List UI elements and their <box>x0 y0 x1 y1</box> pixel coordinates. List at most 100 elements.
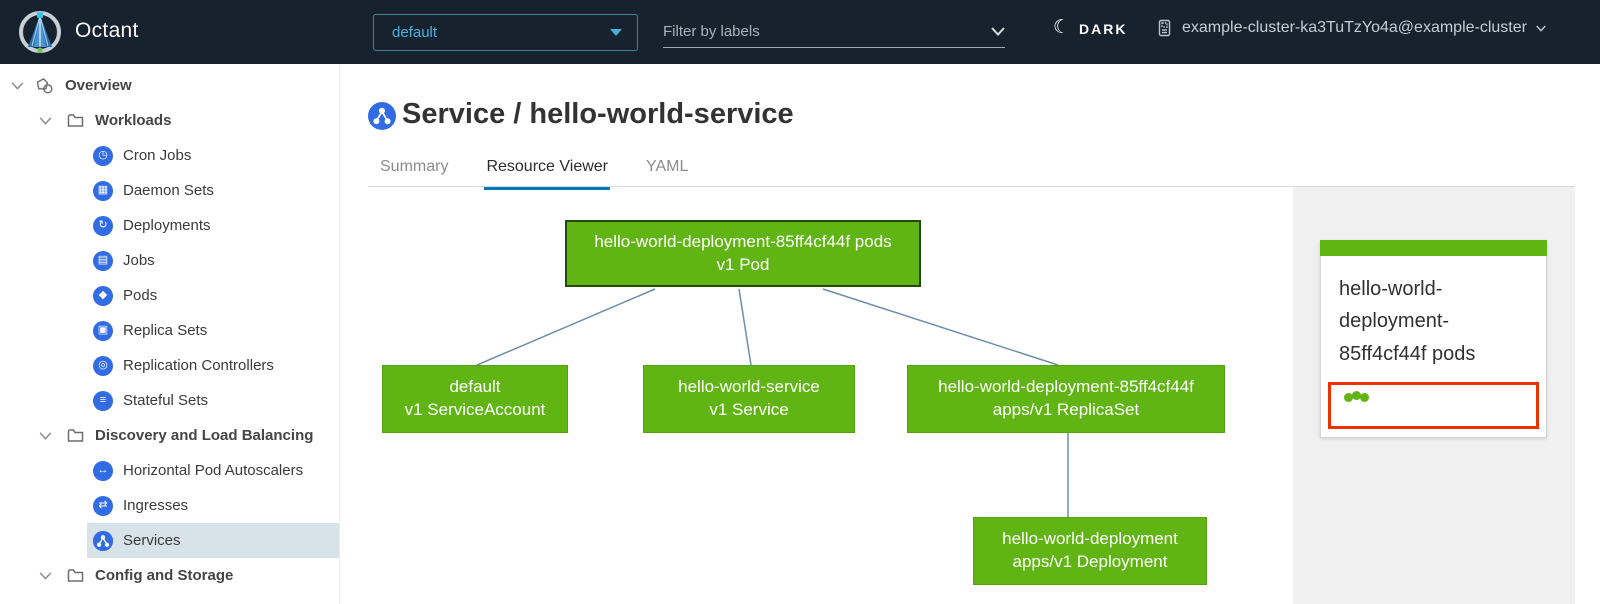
page-title: Service / hello-world-service <box>402 98 794 130</box>
sidebar-group-config-and-storage[interactable]: Config and Storage <box>0 558 339 593</box>
chevron-down-icon[interactable] <box>991 27 1005 36</box>
sidebar-item-label: Deployments <box>123 217 211 234</box>
node-line2: apps/v1 ReplicaSet <box>992 400 1140 419</box>
selected-resource-card[interactable]: hello-world-deployment-85ff4cf44f pods <box>1320 240 1547 439</box>
sidebar-item-horizontal-pod-autoscalers: ↔ Horizontal Pod Autoscalers <box>0 453 339 488</box>
node-line2: apps/v1 Deployment <box>1012 552 1168 571</box>
graph-node-service[interactable]: hello-world-service v1 Service <box>643 365 855 433</box>
statefulset-icon: ≡ <box>93 390 113 411</box>
sidebar-item-services: Services <box>0 523 339 558</box>
chevron-down-icon[interactable] <box>10 81 24 90</box>
sidebar-item-daemon-sets: ▦ Daemon Sets <box>0 173 339 208</box>
sidebar-item-label: Cron Jobs <box>123 147 192 164</box>
hpa-icon: ↔ <box>93 460 113 481</box>
sidebar-item-label: Workloads <box>95 112 172 129</box>
sidebar-item-cron-jobs: ◷ Cron Jobs <box>0 138 339 173</box>
sidebar-item-label: Discovery and Load Balancing <box>95 427 314 444</box>
graph-node-pod[interactable]: hello-world-deployment-85ff4cf44f pods v… <box>565 220 921 287</box>
cronjob-icon: ◷ <box>93 145 113 166</box>
folder-icon <box>66 427 84 445</box>
sidebar-group-workloads[interactable]: Workloads <box>0 103 339 138</box>
tab-resource-viewer[interactable]: Resource Viewer <box>484 152 610 190</box>
ingress-icon: ⇄ <box>93 495 113 516</box>
daemonset-icon: ▦ <box>93 180 113 201</box>
sidebar-item-label: Ingresses <box>123 497 189 514</box>
sidebar-item-jobs: ▤ Jobs <box>0 243 339 278</box>
namespace-dropdown-value: default <box>392 24 438 41</box>
chevron-down-icon[interactable] <box>38 116 52 125</box>
node-line1: hello-world-service <box>678 377 820 397</box>
graph-node-serviceaccount[interactable]: default v1 ServiceAccount <box>382 365 568 433</box>
chevron-down-icon[interactable] <box>38 431 52 440</box>
moon-icon: ☾ <box>1053 17 1071 38</box>
sidebar-link[interactable]: ▣ Replica Sets <box>87 313 339 348</box>
dark-theme-label: DARK <box>1079 20 1128 37</box>
sidebar-link[interactable]: ◷ Cron Jobs <box>87 138 339 173</box>
sidebar-item-label: Config and Storage <box>95 567 234 584</box>
sidebar-link[interactable]: ↔ Horizontal Pod Autoscalers <box>87 453 339 488</box>
sidebar-link-selected[interactable]: Services <box>87 523 339 558</box>
job-icon: ▤ <box>93 250 113 271</box>
octant-logo-icon <box>18 10 62 54</box>
sidebar-item-label: Replica Sets <box>123 322 208 339</box>
overview-icon <box>36 77 54 95</box>
tab-yaml[interactable]: YAML <box>646 158 689 175</box>
sidebar-item-label: Overview <box>65 77 132 94</box>
sidebar-link[interactable]: ▦ Daemon Sets <box>87 173 339 208</box>
pod-status-dot <box>1352 391 1361 401</box>
chevron-down-icon[interactable] <box>38 571 52 580</box>
service-icon <box>368 102 396 130</box>
label-filter <box>663 16 1005 48</box>
app-title: Octant <box>75 19 139 42</box>
namespace-dropdown[interactable]: default <box>373 14 638 51</box>
pod-status-box <box>1328 382 1539 430</box>
cluster-context-selector[interactable]: example-cluster-ka3TuTzYo4a@example-clus… <box>1156 19 1546 37</box>
node-line2: v1 Service <box>709 400 789 419</box>
detail-panel: hello-world-deployment-85ff4cf44f pods <box>1293 187 1575 604</box>
sidebar-item-label: Services <box>123 532 181 549</box>
graph-node-replicaset[interactable]: hello-world-deployment-85ff4cf44f apps/v… <box>907 365 1225 433</box>
dark-theme-toggle[interactable]: ☾ DARK <box>1053 17 1128 38</box>
sidebar-link[interactable]: ◎ Replication Controllers <box>87 348 339 383</box>
label-filter-input[interactable] <box>663 23 991 40</box>
node-line2: v1 Pod <box>716 254 770 274</box>
graph-node-deployment[interactable]: hello-world-deployment apps/v1 Deploymen… <box>973 517 1207 585</box>
card-title: hello-world-deployment-85ff4cf44f pods <box>1339 278 1476 365</box>
pod-status-dot <box>1360 393 1369 403</box>
pod-status-dot <box>1344 393 1353 403</box>
sidebar-link[interactable]: ⇄ Ingresses <box>87 488 339 523</box>
tab-summary[interactable]: Summary <box>380 158 449 175</box>
cluster-context-value: example-cluster-ka3TuTzYo4a@example-clus… <box>1182 19 1527 36</box>
sidebar-item-deployments: ↻ Deployments <box>0 208 339 243</box>
sidebar-link[interactable]: ↻ Deployments <box>87 208 339 243</box>
folder-icon <box>66 567 84 585</box>
sidebar-nav: Overview Workloads ◷ Cron Jobs ▦ Daemon … <box>0 64 340 604</box>
chevron-down-icon <box>1536 25 1546 32</box>
sidebar-item-label: Horizontal Pod Autoscalers <box>123 462 304 479</box>
sidebar-item-pods: ◆ Pods <box>0 278 339 313</box>
sidebar-item-ingresses: ⇄ Ingresses <box>0 488 339 523</box>
sidebar-item-replication-controllers: ◎ Replication Controllers <box>0 348 339 383</box>
sidebar-item-label: Jobs <box>123 252 155 269</box>
sidebar-link[interactable]: ◆ Pods <box>87 278 339 313</box>
node-line1: default <box>449 377 501 397</box>
sidebar-item-overview[interactable]: Overview <box>0 68 339 103</box>
sidebar-link[interactable]: ≡ Stateful Sets <box>87 383 339 418</box>
sidebar-group-discovery-and-load-balancing[interactable]: Discovery and Load Balancing <box>0 418 339 453</box>
sidebar-item-label: Daemon Sets <box>123 182 214 199</box>
cluster-icon <box>1158 19 1171 37</box>
card-status-bar <box>1320 240 1547 256</box>
sidebar-item-label: Replication Controllers <box>123 357 274 374</box>
node-line1: hello-world-deployment-85ff4cf44f pods <box>594 231 892 251</box>
caret-down-icon <box>610 29 622 36</box>
sidebar-link[interactable]: ▤ Jobs <box>87 243 339 278</box>
deployment-icon: ↻ <box>93 215 113 236</box>
node-line1: hello-world-deployment-85ff4cf44f <box>938 377 1194 397</box>
sidebar-item-label: Pods <box>123 287 158 304</box>
replicationcontroller-icon: ◎ <box>93 355 113 376</box>
tab-bar: Summary Resource Viewer YAML <box>378 152 690 190</box>
node-line2: v1 ServiceAccount <box>404 400 546 419</box>
sidebar-item-label: Stateful Sets <box>123 392 209 409</box>
folder-icon <box>66 112 84 130</box>
